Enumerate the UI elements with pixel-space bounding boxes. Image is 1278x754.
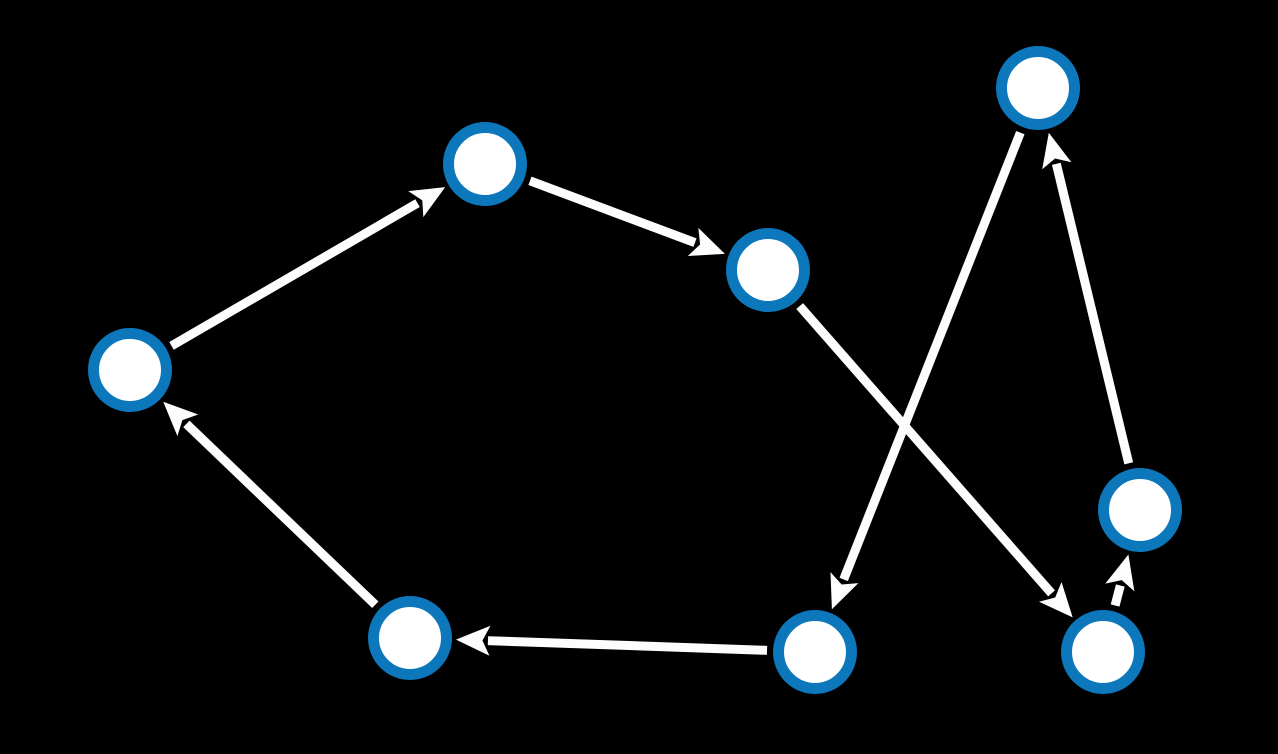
edge-g-to-h[interactable] — [455, 625, 768, 656]
edge-f-to-e-line — [1110, 584, 1125, 607]
edge-a-to-b[interactable] — [169, 187, 446, 350]
edge-c-to-f[interactable] — [796, 303, 1073, 618]
edge-h-to-a-arrowhead-icon — [163, 401, 199, 437]
node-a-left[interactable] — [88, 328, 172, 412]
node-d-top-right[interactable] — [996, 46, 1080, 130]
edge-d-to-g-arrowhead-icon — [830, 572, 859, 610]
node-f-bottom-right-circle — [1061, 610, 1145, 694]
edge-g-to-h-line — [487, 636, 768, 655]
node-e-right-middle[interactable] — [1098, 468, 1182, 552]
node-h-bottom-left[interactable] — [368, 596, 452, 680]
node-d-top-right-circle — [996, 46, 1080, 130]
edge-b-to-c[interactable] — [528, 176, 725, 256]
node-a-left-circle — [88, 328, 172, 412]
node-h-bottom-left-circle — [368, 596, 452, 680]
edge-d-to-g-line — [839, 130, 1025, 582]
edge-g-to-h-arrowhead-icon — [455, 625, 491, 656]
nodes-layer — [88, 46, 1182, 694]
edge-a-to-b-line — [169, 199, 420, 350]
node-c-upper-middle[interactable] — [726, 228, 810, 312]
node-e-right-middle-circle — [1098, 468, 1182, 552]
edge-e-to-d-line — [1051, 162, 1134, 465]
edge-f-to-e[interactable] — [1105, 554, 1135, 607]
edge-e-to-d[interactable] — [1042, 132, 1134, 465]
edge-a-to-b-arrowhead-icon — [408, 187, 446, 218]
edges-layer — [163, 130, 1135, 656]
edge-d-to-g[interactable] — [830, 130, 1025, 610]
edge-c-to-f-line — [796, 303, 1055, 597]
node-f-bottom-right[interactable] — [1061, 610, 1145, 694]
edge-b-to-c-arrowhead-icon — [687, 227, 725, 256]
node-g-bottom-middle[interactable] — [773, 610, 857, 694]
node-c-upper-middle-circle — [726, 228, 810, 312]
edge-e-to-d-arrowhead-icon — [1042, 132, 1072, 170]
node-g-bottom-middle-circle — [773, 610, 857, 694]
edge-c-to-f-arrowhead-icon — [1038, 581, 1073, 618]
node-b-upper-left-circle — [443, 122, 527, 206]
edge-h-to-a-line — [183, 420, 379, 609]
edge-b-to-c-line — [528, 176, 697, 247]
edge-f-to-e-arrowhead-icon — [1105, 554, 1135, 592]
node-b-upper-left[interactable] — [443, 122, 527, 206]
edge-h-to-a[interactable] — [163, 401, 379, 609]
